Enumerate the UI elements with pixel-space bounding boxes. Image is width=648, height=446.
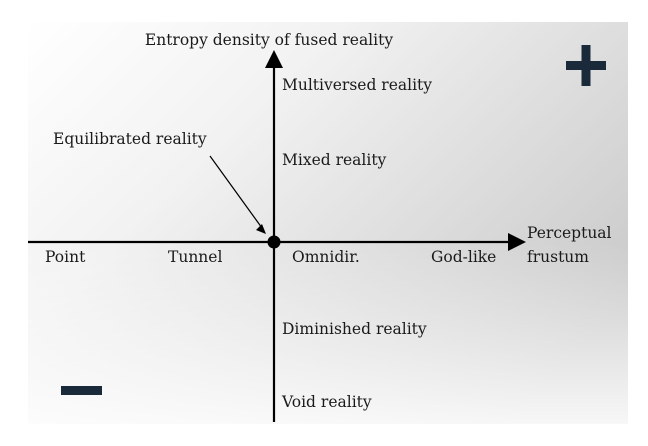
origin-annotation-label: Equilibrated reality: [53, 130, 207, 148]
x-level-god-like: God-like: [431, 248, 496, 266]
origin-point: [267, 235, 281, 249]
y-axis-arrowhead: [265, 50, 283, 68]
annotation-arrowhead: [256, 224, 266, 234]
x-level-point: Point: [45, 248, 86, 266]
x-level-tunnel: Tunnel: [168, 248, 222, 266]
background-fade: [28, 22, 628, 424]
y-level-mixed: Mixed reality: [282, 151, 387, 169]
annotation-arrow-line: [209, 155, 263, 229]
minus-sign-icon: [61, 386, 102, 395]
y-level-diminished: Diminished reality: [282, 320, 427, 338]
plus-sign-icon: [566, 45, 606, 86]
y-level-void: Void reality: [281, 393, 372, 411]
y-axis-title: Entropy density of fused reality: [145, 31, 393, 49]
x-level-omnidir: Omnidir.: [292, 248, 360, 266]
x-axis-arrowhead: [508, 233, 526, 251]
y-level-multiversed: Multiversed reality: [282, 76, 432, 94]
x-axis-title-line1: Perceptual: [527, 224, 612, 242]
x-axis-title-line2: frustum: [527, 248, 589, 266]
